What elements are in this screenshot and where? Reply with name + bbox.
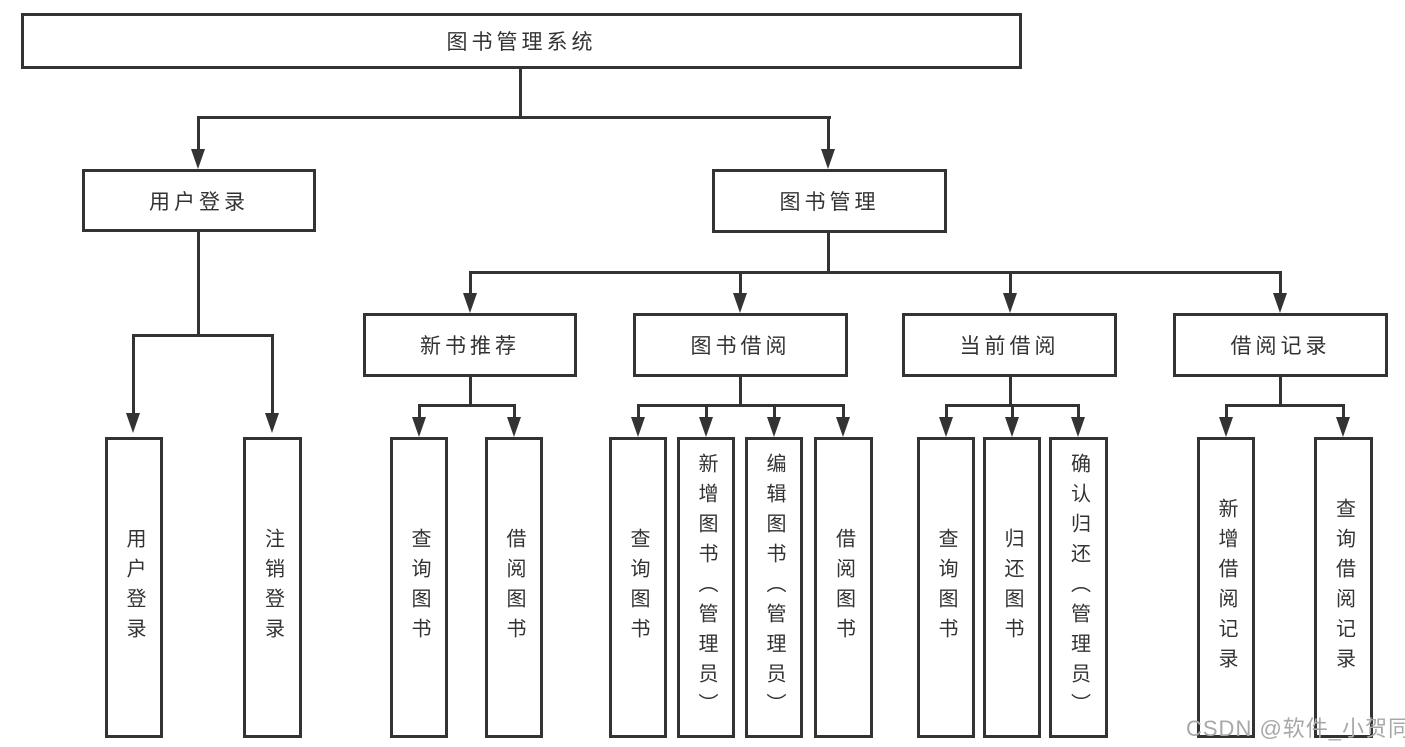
connector-to-current-borrow bbox=[1009, 271, 1012, 293]
arrowhead-icon bbox=[191, 149, 205, 169]
leaf-borrow-book: 借阅图书 bbox=[814, 437, 873, 738]
leaf-edit-book-admin: 编辑图书（管理员） bbox=[745, 437, 803, 738]
connector-book-mgmt-stem bbox=[827, 231, 830, 273]
connector-root-stem bbox=[519, 67, 522, 118]
connector-book-borrow-rail bbox=[637, 404, 845, 407]
connector-leaf-stem bbox=[1011, 404, 1014, 417]
connector-user-login-stem bbox=[197, 229, 200, 336]
arrowhead-icon bbox=[821, 149, 835, 169]
leaf-query-borrow-record: 查询借阅记录 bbox=[1314, 437, 1373, 738]
connector-leaf-stem bbox=[1342, 404, 1345, 417]
leaf-user-login: 用户登录 bbox=[105, 437, 163, 738]
connector-current-borrow-stem bbox=[1009, 375, 1012, 406]
arrowhead-icon bbox=[939, 417, 953, 437]
leaf-borrow-book-recommend: 借阅图书 bbox=[485, 437, 543, 738]
leaf-return-book: 归还图书 bbox=[983, 437, 1041, 738]
arrowhead-icon bbox=[699, 417, 713, 437]
leaf-query-book-current: 查询图书 bbox=[917, 437, 975, 738]
leaf-add-borrow-record: 新增借阅记录 bbox=[1197, 437, 1255, 738]
arrowhead-icon bbox=[1071, 417, 1085, 437]
leaf-confirm-return-admin: 确认归还（管理员） bbox=[1049, 437, 1108, 738]
connector-to-borrow-record bbox=[1279, 271, 1282, 293]
connector-leaf-stem bbox=[418, 404, 421, 417]
arrowhead-icon bbox=[836, 417, 850, 437]
arrowhead-icon bbox=[631, 417, 645, 437]
node-book-management: 图书管理 bbox=[712, 169, 947, 233]
node-new-book-recommend: 新书推荐 bbox=[363, 313, 577, 377]
connector-leaf-stem bbox=[773, 404, 776, 417]
arrowhead-icon bbox=[1273, 293, 1287, 313]
node-current-borrow: 当前借阅 bbox=[902, 313, 1117, 377]
connector-leaf-stem bbox=[637, 404, 640, 417]
node-library-management-system: 图书管理系统 bbox=[21, 13, 1022, 69]
connector-book-borrow-stem bbox=[739, 375, 742, 406]
csdn-watermark: CSDN @软件_小贺同学 bbox=[1186, 716, 1405, 741]
connector-to-new-book-rec bbox=[469, 271, 472, 293]
arrowhead-icon bbox=[1219, 417, 1233, 437]
arrowhead-icon bbox=[1005, 417, 1019, 437]
node-book-borrow: 图书借阅 bbox=[633, 313, 848, 377]
connector-leaf-stem bbox=[513, 404, 516, 417]
leaf-query-book-recommend: 查询图书 bbox=[390, 437, 448, 738]
connector-borrow-record-rail bbox=[1225, 404, 1345, 407]
connector-leaf-stem bbox=[945, 404, 948, 417]
connector-level3-rail bbox=[469, 271, 1282, 274]
arrowhead-icon bbox=[507, 417, 521, 437]
connector-to-user-login bbox=[197, 116, 200, 152]
arrowhead-icon bbox=[126, 413, 140, 433]
connector-to-book-borrow bbox=[739, 271, 742, 293]
connector-to-leaf-logout bbox=[271, 334, 274, 415]
leaf-logout: 注销登录 bbox=[243, 437, 302, 738]
arrowhead-icon bbox=[412, 417, 426, 437]
connector-leaf-stem bbox=[705, 404, 708, 417]
connector-user-login-rail bbox=[132, 334, 274, 337]
arrowhead-icon bbox=[733, 293, 747, 313]
arrowhead-icon bbox=[463, 293, 477, 313]
connector-leaf-stem bbox=[842, 404, 845, 417]
connector-leaf-stem bbox=[1077, 404, 1080, 417]
leaf-query-book-borrow: 查询图书 bbox=[609, 437, 667, 738]
arrowhead-icon bbox=[1003, 293, 1017, 313]
arrowhead-icon bbox=[265, 413, 279, 433]
arrowhead-icon bbox=[767, 417, 781, 437]
connector-borrow-record-stem bbox=[1279, 375, 1282, 406]
connector-to-leaf-user-login bbox=[132, 334, 135, 415]
connector-level2-rail bbox=[197, 116, 831, 119]
connector-leaf-stem bbox=[1225, 404, 1228, 417]
connector-new-book-rec-rail bbox=[418, 404, 516, 407]
node-borrow-record: 借阅记录 bbox=[1173, 313, 1388, 377]
connector-to-book-mgmt bbox=[827, 116, 830, 152]
connector-new-book-rec-stem bbox=[469, 375, 472, 406]
node-user-login: 用户登录 bbox=[82, 169, 316, 232]
leaf-add-book-admin: 新增图书（管理员） bbox=[677, 437, 735, 738]
arrowhead-icon bbox=[1336, 417, 1350, 437]
